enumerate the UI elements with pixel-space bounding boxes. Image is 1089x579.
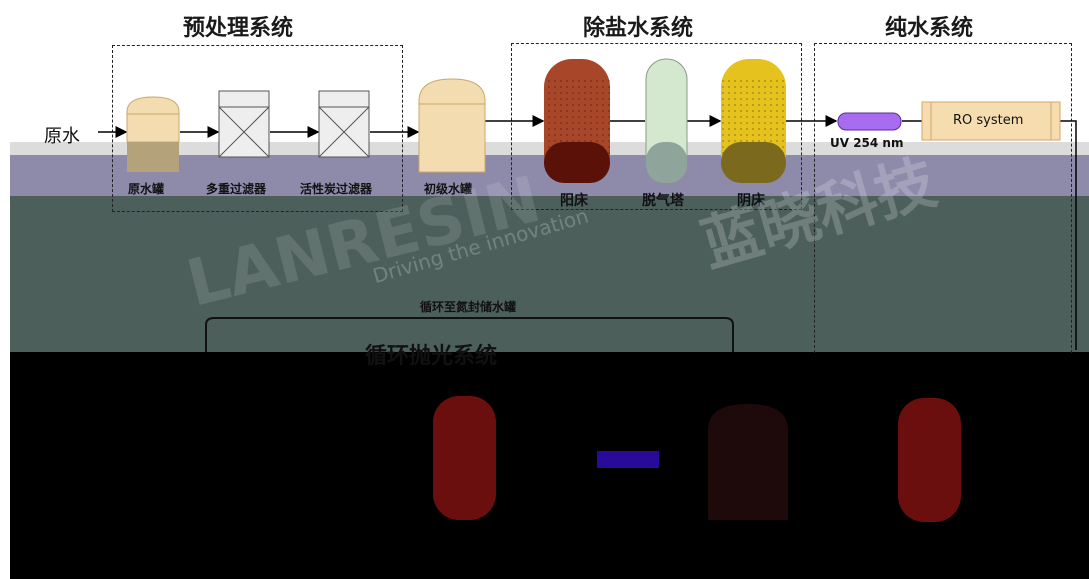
pretreatment-title: 预处理系统 [183, 16, 294, 41]
flow-lines [98, 115, 1077, 350]
pure-water-box [814, 43, 1072, 353]
pure-water-title: 纯水系统 [885, 16, 974, 41]
ro-label: RO system [953, 113, 1024, 128]
desalination-title: 除盐水系统 [583, 16, 694, 41]
pretreatment-box [112, 45, 403, 212]
degasser-shape [645, 58, 688, 184]
raw-water-input-label: 原水 [44, 126, 80, 147]
ro-system-shape [921, 101, 1061, 141]
degasser-label: 脱气塔 [642, 193, 684, 209]
polishing-tank [708, 404, 788, 520]
anion-bed-label: 阴床 [737, 193, 765, 209]
multimedia-filter-shape [218, 90, 270, 158]
polishing-bed-right [898, 398, 961, 522]
polishing-loop-outline [205, 317, 734, 352]
recirculation-label: 循环至氮封储水罐 [420, 300, 517, 314]
multimedia-filter-label: 多重过滤器 [206, 182, 267, 196]
uv-label: UV 254 nm [830, 136, 904, 150]
cation-bed-label: 阳床 [560, 193, 588, 209]
grey-band [10, 196, 1089, 352]
polishing-title: 循环抛光系统 [365, 344, 498, 369]
carbon-filter-shape [318, 90, 370, 158]
primary-tank-label: 初级水罐 [424, 182, 473, 196]
polishing-uv [597, 451, 659, 468]
cation-bed-shape [544, 59, 610, 183]
primary-tank-shape [418, 78, 486, 173]
polishing-bed-left [433, 396, 496, 520]
carbon-filter-label: 活性炭过滤器 [300, 182, 373, 196]
raw-tank-shape [126, 96, 180, 172]
raw-tank-label: 原水罐 [128, 182, 165, 196]
anion-bed-shape [721, 59, 786, 183]
desalination-box [511, 43, 802, 210]
uv-lamp-shape [837, 112, 902, 131]
